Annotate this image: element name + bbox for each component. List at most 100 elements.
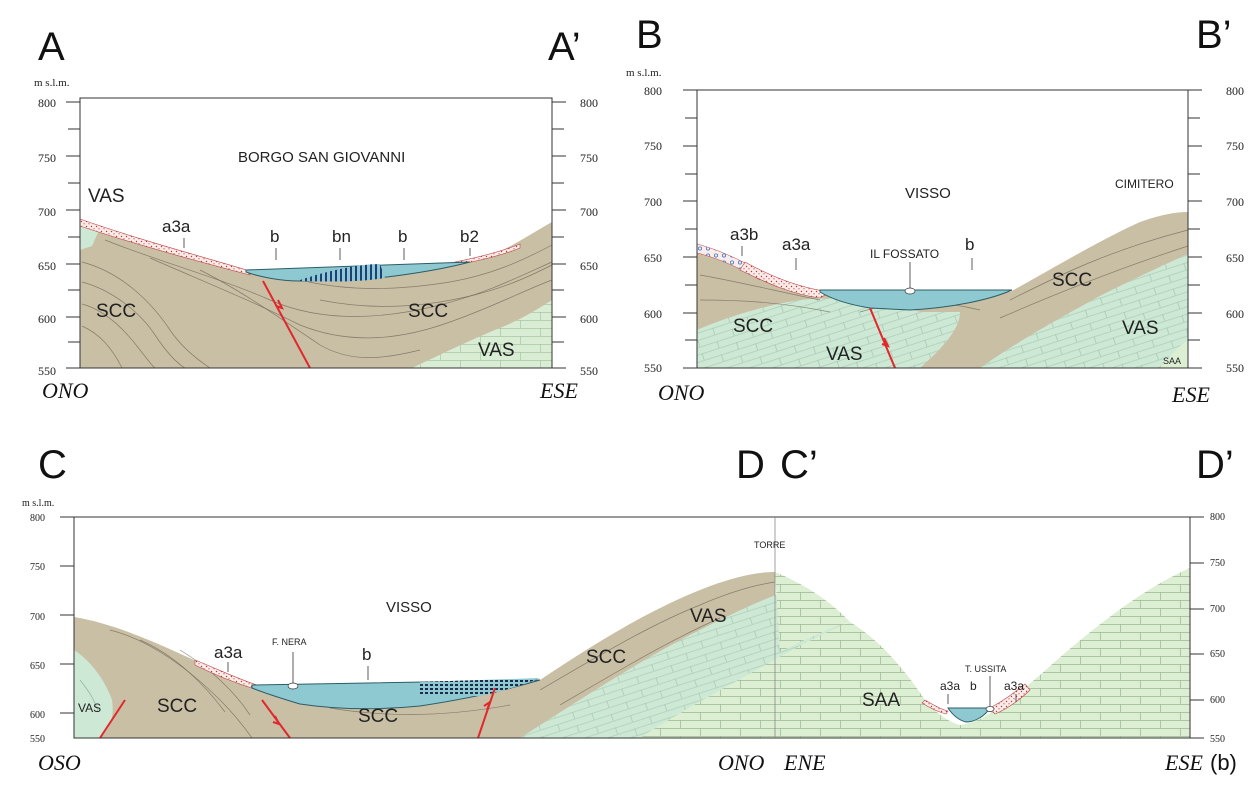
panel-c-frame <box>73 516 1191 739</box>
panel-c-vas-left-outcrop <box>74 650 113 738</box>
panel-b-scc-label: SCC <box>733 316 773 337</box>
panel-b-tick-right: 550 <box>1226 361 1244 375</box>
panel-c-place-label: VISSO <box>386 599 432 616</box>
panel-c-dir-ese: ESE <box>1164 750 1203 775</box>
panel-a-axis-ticks <box>66 101 566 369</box>
panel-a-scc-label: SCC <box>408 301 448 322</box>
panel-c-ussita-alluvium <box>947 707 991 723</box>
panel-b-tick-right: 650 <box>1226 251 1244 265</box>
panel-b-tick-left: 550 <box>644 361 662 375</box>
panel-b-tick-right: 600 <box>1226 307 1244 321</box>
panel-c-nera-label: F. NERA <box>272 637 307 647</box>
panel-b-vas-left-bedding <box>697 298 960 368</box>
panel-c-vas-small-label: VAS <box>78 701 101 715</box>
panel-a-b2-deposit <box>454 243 521 266</box>
panel-b-vas-label: VAS <box>1122 318 1159 339</box>
panel-b-fault <box>869 307 896 369</box>
panel-a-tick-left: 750 <box>38 151 56 165</box>
panel-a-vas-bedding <box>412 300 552 368</box>
panel-c-label-c2: C’ <box>780 443 818 487</box>
panel-c-dir-ene: ENE <box>783 750 826 775</box>
panel-c-axis-ticks <box>60 516 1204 739</box>
panel-a-a3a-deposit <box>79 218 251 276</box>
panel-b-tick-left: 700 <box>644 195 662 209</box>
panel-a-tick-left: 700 <box>38 205 56 219</box>
panel-b-tick-left: 750 <box>644 139 662 153</box>
panel-b-tick-right: 800 <box>1226 84 1244 98</box>
panel-b-cimitero-label: CIMITERO <box>1115 177 1174 191</box>
panel-c-fault-arrow <box>483 699 493 711</box>
panel-a-tick-left: 800 <box>38 96 56 110</box>
panel-b-saa-unit <box>1160 340 1188 368</box>
panel-c-saa-unit <box>640 568 1190 738</box>
panel-a-b-label: b <box>270 227 279 246</box>
panel-c-buried-deposit <box>420 678 540 696</box>
panel-a-fold-lines <box>81 239 553 369</box>
panel-c: C D C’ D’ m s.l.m. 800 750 700 650 600 5… <box>22 443 1237 775</box>
panel-b-tick-left: 650 <box>644 251 662 265</box>
panel-c-saa-label: SAA <box>862 690 900 711</box>
panel-b-river-icon <box>904 287 916 295</box>
panel-c-b-label: b <box>970 679 977 693</box>
panel-b-place-label: VISSO <box>905 185 951 202</box>
panel-c-vas-label: VAS <box>690 606 727 627</box>
panel-a-tick-right: 550 <box>580 364 598 378</box>
panel-a-frame <box>79 97 553 369</box>
panel-b-a3b-label: a3b <box>730 225 758 244</box>
panel-c-saa-upper <box>775 572 850 652</box>
panel-a-vas-label: VAS <box>478 340 515 361</box>
panel-a-tick-right: 700 <box>580 205 598 219</box>
panel-c-tick-right: 750 <box>1210 558 1225 569</box>
panel-a-b-label: b <box>398 227 407 246</box>
panel-c-fault <box>477 687 496 739</box>
panel-b-a3a-deposit <box>739 261 831 299</box>
panel-b-label-left: B <box>636 13 663 57</box>
panel-c-tick-left: 750 <box>30 562 45 573</box>
panel-c-tick-right: 600 <box>1210 695 1225 706</box>
panel-c-leader-lines <box>227 662 1017 704</box>
panel-b-a3a-label: a3a <box>782 235 811 254</box>
panel-c-dir-ono: ONO <box>718 750 765 775</box>
panel-a-vas-label: VAS <box>88 186 125 207</box>
panel-c-tick-left: 800 <box>30 513 45 524</box>
panel-a-fault-arrow <box>275 299 284 310</box>
panel-c-scc-label: SCC <box>157 696 197 717</box>
panel-a-tick-right: 600 <box>580 312 598 326</box>
panel-c-unit: m s.l.m. <box>22 498 54 509</box>
panel-a-bn-label: bn <box>332 227 351 246</box>
panel-c-tick-right: 550 <box>1210 734 1225 745</box>
panel-c-tick-left: 700 <box>30 612 45 623</box>
panel-b-label-right: B’ <box>1196 13 1232 57</box>
panel-c-fault <box>99 699 126 739</box>
panel-c-dir-oso: OSO <box>38 750 81 775</box>
panel-b-tick-right: 750 <box>1226 139 1244 153</box>
panel-b-alluvium <box>819 289 1013 311</box>
panel-a-leader-lines <box>183 238 471 260</box>
panel-b: B B’ m s.l.m. 800 750 700 650 600 550 80… <box>626 13 1244 407</box>
panel-b-tick-left: 600 <box>644 307 662 321</box>
panel-c-b-label: b <box>362 645 371 664</box>
panel-b-leader-lines <box>741 246 973 270</box>
figure-tag: (b) <box>1210 750 1237 775</box>
panel-c-tick-right: 700 <box>1210 604 1225 615</box>
panel-c-ussita-label: T. USSITA <box>965 664 1006 674</box>
panel-a-label-left: A <box>38 25 65 69</box>
panel-a: A A’ m s.l.m. 800 750 700 650 600 550 80… <box>34 25 598 403</box>
panel-c-a3a-label: a3a <box>214 643 243 662</box>
panel-a-tick-right: 650 <box>580 259 598 273</box>
panel-a-label-right: A’ <box>548 25 581 69</box>
panel-b-scc-label: SCC <box>1052 270 1092 291</box>
panel-a-dir-left: ONO <box>42 378 89 403</box>
panel-c-vas-bedding <box>520 588 845 738</box>
panel-c-tick-right: 650 <box>1210 649 1225 660</box>
panel-c-a3a-right-deposit <box>989 683 1031 715</box>
panel-c-torre-label: TORRE <box>754 540 785 550</box>
panel-b-vas-right-bedding <box>980 254 1188 368</box>
panel-c-label-c: C <box>38 443 67 487</box>
panel-a-tick-right: 800 <box>580 96 598 110</box>
panel-c-nera-river-icon <box>287 682 299 690</box>
panel-a-dir-right: ESE <box>539 378 578 403</box>
panel-b-unit: m s.l.m. <box>626 67 662 79</box>
panel-a-tick-left: 650 <box>38 259 56 273</box>
